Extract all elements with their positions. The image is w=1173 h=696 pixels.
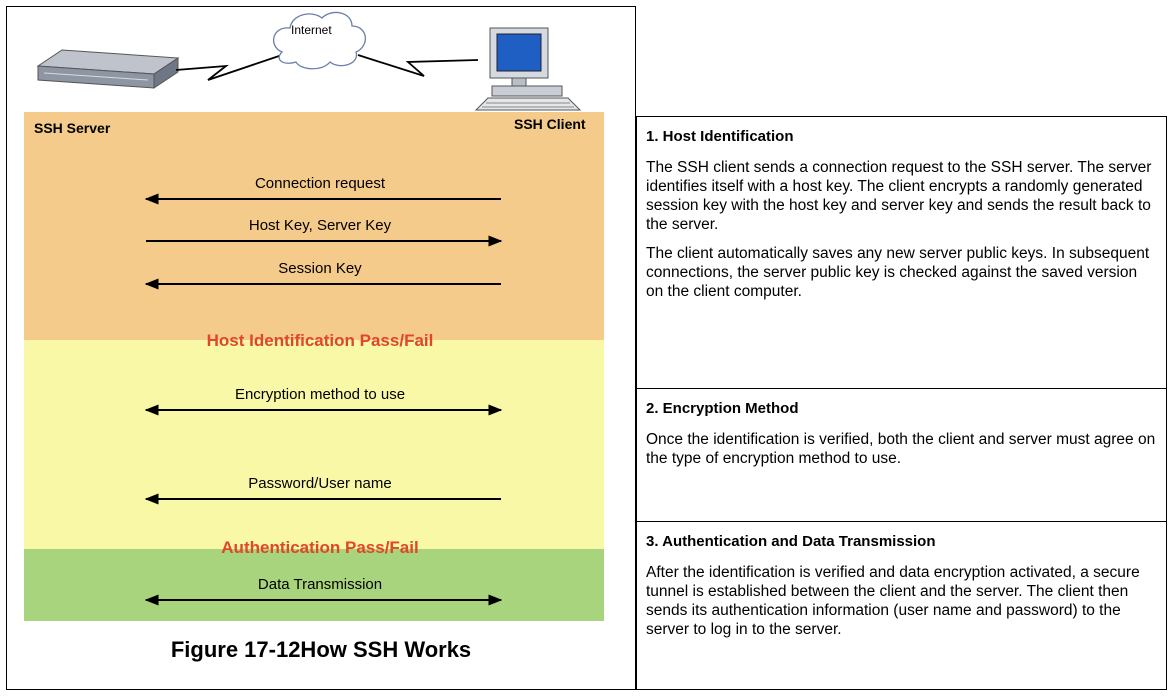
- ssh-diagram: [36, 11, 582, 606]
- step-paragraph: After the identification is verified and…: [646, 564, 1140, 638]
- message-label: Connection request: [254, 175, 386, 192]
- internet-cloud-icon: [272, 11, 366, 70]
- message-label: Encryption method to use: [234, 386, 406, 403]
- figure-caption: Figure 17-12How SSH Works: [170, 637, 472, 662]
- figure-frame: [6, 6, 636, 690]
- step-authentication-data-transmission: 3. Authentication and Data Transmission …: [637, 521, 1166, 689]
- message-label: Data Transmission: [257, 576, 383, 593]
- ssh-server-label: SSH Server: [34, 120, 111, 136]
- step-host-identification: 1. Host Identification The SSH client se…: [637, 117, 1166, 388]
- ssh-server-device-icon: [36, 49, 180, 89]
- steps-table: 1. Host Identification The SSH client se…: [636, 116, 1167, 690]
- step-title: 1. Host Identification: [646, 128, 794, 145]
- internet-label: Internet: [291, 23, 332, 37]
- data-transmission-band: [24, 549, 604, 621]
- ssh-client-computer-icon: [474, 27, 582, 111]
- step-encryption-method: 2. Encryption Method Once the identifica…: [637, 388, 1166, 521]
- step-title: 3. Authentication and Data Transmission: [646, 533, 936, 550]
- step-title: 2. Encryption Method: [646, 400, 799, 417]
- step-paragraph: Once the identification is verified, bot…: [646, 431, 1156, 467]
- encryption-band: [24, 340, 604, 549]
- server-link-icon: [175, 54, 283, 81]
- host-identification-pass-fail-label: Host Identification Pass/Fail: [206, 331, 434, 350]
- authentication-pass-fail-label: Authentication Pass/Fail: [221, 538, 419, 557]
- message-label: Host Key, Server Key: [248, 217, 392, 234]
- message-label: Session Key: [278, 260, 362, 277]
- client-link-icon: [357, 54, 479, 77]
- host-identification-band: [24, 112, 604, 340]
- message-label: Password/User name: [248, 475, 392, 492]
- ssh-client-label: SSH Client: [514, 116, 586, 132]
- step-paragraph: The SSH client sends a connection reques…: [646, 159, 1152, 233]
- step-paragraph: The client automatically saves any new s…: [646, 245, 1150, 300]
